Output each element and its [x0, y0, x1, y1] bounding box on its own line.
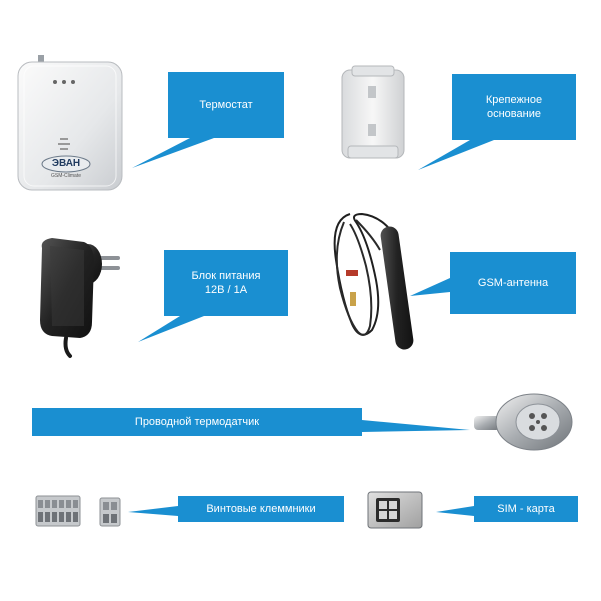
- device-logo: ЭВАН: [51, 158, 81, 169]
- device-model: GSM-Climate: [50, 173, 81, 179]
- label-wired-sensor: Проводной термодатчик: [134, 416, 260, 428]
- label-sim-card: SIM - карта: [497, 503, 555, 515]
- label-mounting-base: Крепежное основание: [485, 94, 543, 120]
- label-power-adapter: Блок питания 12В / 1А: [191, 270, 261, 296]
- label-gsm-antenna: GSM-антенна: [477, 277, 549, 289]
- label-screw-terminals: Винтовые клеммники: [206, 503, 316, 515]
- label-thermostat: Термостат: [199, 99, 253, 111]
